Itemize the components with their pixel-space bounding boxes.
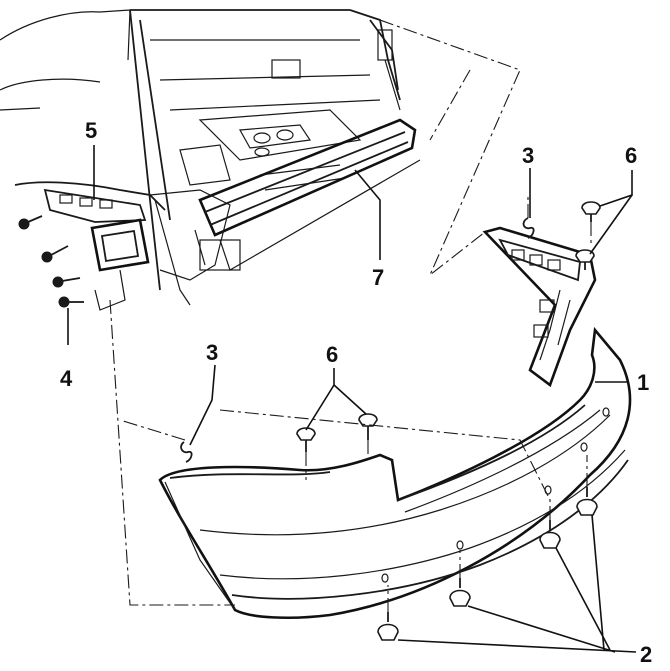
screw-2a (377, 612, 399, 641)
callout-7: 7 (372, 265, 384, 290)
vehicle-body (0, 9, 401, 291)
callout-5: 5 (85, 118, 97, 143)
leader-lines (67, 145, 637, 653)
callout-1: 1 (637, 370, 649, 395)
callout-6-lower: 6 (326, 342, 338, 367)
callout-labels: 1 2 3 3 4 5 6 6 7 (60, 118, 652, 667)
part-1-bumper-cover (158, 326, 632, 620)
callout-4: 4 (60, 366, 73, 391)
screw-4c (52, 276, 81, 288)
part-3-spring-clips (180, 217, 535, 463)
spring-clip-lower (180, 441, 193, 463)
part-2-screws (377, 487, 598, 641)
clip-6-lower-b (358, 413, 378, 440)
spring-clip-upper (522, 217, 535, 239)
screw-4b (41, 245, 69, 263)
part-7-reinforcement-bar (149, 118, 421, 306)
callout-3-lower: 3 (206, 340, 218, 365)
callout-3-upper: 3 (522, 143, 534, 168)
screw-2b (449, 578, 471, 607)
callout-6-upper: 6 (625, 143, 637, 168)
assembly-lines (109, 19, 592, 612)
screw-4d (58, 296, 84, 308)
part-5-left-bracket (14, 181, 166, 311)
screw-4a (18, 215, 43, 230)
screw-2d (576, 487, 598, 516)
clip-6-upper-a (581, 201, 601, 222)
part-6-clips (296, 201, 601, 452)
part-4-screws (18, 215, 84, 308)
clip-6-lower-a (296, 427, 316, 452)
callout-2: 2 (640, 642, 652, 667)
screw-2c (539, 520, 561, 549)
clip-6-upper-b (575, 249, 595, 270)
